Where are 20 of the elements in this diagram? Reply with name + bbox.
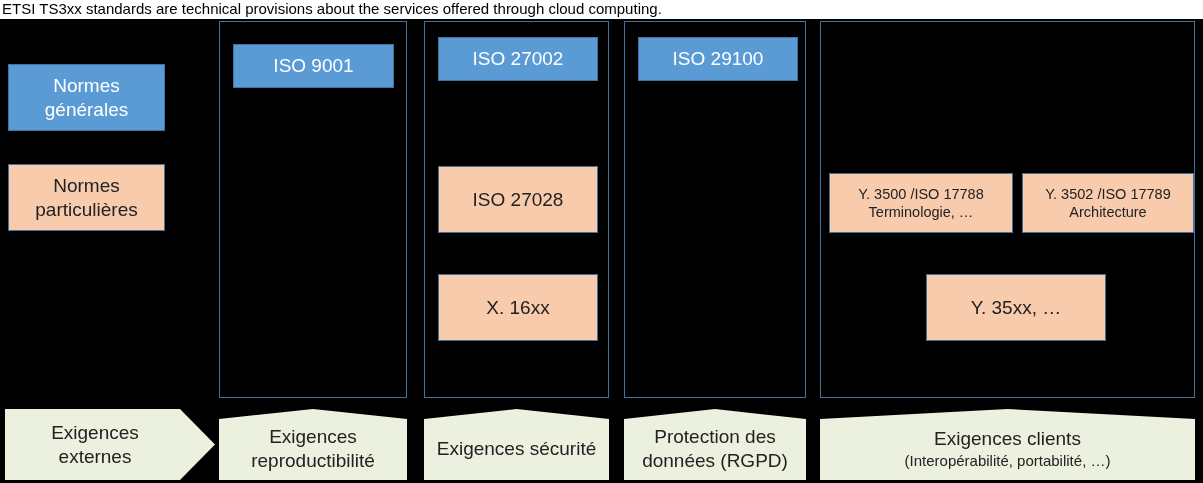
standard-box: ISO 27002 [438,37,598,81]
requirement-banner: Exigences sécurité [424,409,609,480]
standard-box: ISO 29100 [638,37,798,81]
standard-box: Normes particulières [8,164,165,231]
requirement-banner: Exigences clients (Interopérabilité, portabilité, …) [820,409,1195,480]
standard-box: ISO 27028 [438,166,598,233]
standard-box: Y. 35xx, … [926,274,1106,341]
standard-box: X. 16xx [438,274,598,341]
requirement-arrow: Exigences externes [5,409,215,480]
standard-box: ISO 9001 [233,44,394,88]
heading-text: ETSI TS3xx standards are technical provisions about the services offered through cloud computing. [2,0,662,18]
column-frame [219,21,407,398]
column-frame [624,21,806,398]
column-frame [820,21,1195,398]
standard-box: Normes générales [8,64,165,131]
column-frame [424,21,609,398]
requirement-banner: Exigences reproductibilité [219,409,407,480]
standard-box: Y. 3500 /ISO 17788 Terminologie, … [829,173,1013,233]
standard-box: Y. 3502 /ISO 17789 Architecture [1022,173,1194,233]
requirement-banner: Protection des données (RGPD) [624,409,806,480]
